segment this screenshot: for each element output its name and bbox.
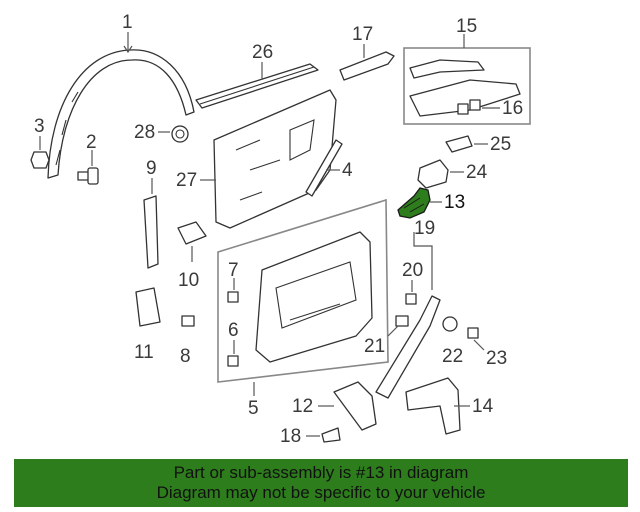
part-28-grommet: [158, 125, 189, 143]
label-8: 8: [180, 346, 191, 367]
part-4-channel: [305, 139, 343, 197]
part-20-clip: [405, 280, 417, 305]
callout-labels: 1 2 3 4 5 6 7 8 9 10 11 12 13 14 15 16 1…: [34, 12, 523, 447]
part-25-bracket: [445, 135, 488, 153]
part-13-highlighted-component: [397, 187, 442, 219]
label-10: 10: [178, 270, 199, 291]
part-21-screw: [387, 315, 409, 337]
label-26: 26: [252, 42, 273, 63]
part-6-clip: [227, 340, 239, 367]
part-27-inner-panel: [200, 89, 337, 229]
label-25: 25: [490, 134, 511, 155]
part-16-clips: [457, 99, 500, 115]
label-21: 21: [364, 336, 385, 357]
label-14: 14: [472, 396, 494, 417]
label-12: 12: [292, 396, 313, 417]
label-7: 7: [228, 260, 239, 281]
label-19: 19: [414, 218, 435, 239]
part-19-molding-group: [375, 232, 441, 399]
part-3-nut: [30, 136, 50, 169]
banner-line-2: Diagram may not be specific to your vehi…: [156, 483, 486, 502]
part-18-clip: [306, 427, 341, 443]
label-27: 27: [176, 170, 197, 191]
label-24: 24: [466, 162, 488, 183]
label-5: 5: [248, 398, 259, 419]
part-10-bracket: [177, 221, 207, 262]
label-16: 16: [502, 98, 523, 119]
part-9-trim: [143, 178, 159, 269]
exploded-parts-diagram: 1 2 3 4 5 6 7 8 9 10 11 12 13 14 15 16 1…: [30, 12, 531, 447]
part-11-corner-piece: [135, 287, 161, 327]
info-banner: Part or sub-assembly is #13 in diagram D…: [14, 459, 628, 507]
part-15-armrest-group: [403, 34, 531, 125]
part-24-lock-actuator: [417, 159, 464, 189]
part-17-handle-cover: [339, 44, 395, 81]
label-6: 6: [228, 320, 239, 341]
banner-line-1: Part or sub-assembly is #13 in diagram: [173, 463, 469, 482]
label-1: 1: [122, 12, 133, 33]
label-13: 13: [444, 192, 465, 213]
label-20: 20: [402, 260, 423, 281]
label-28: 28: [134, 122, 155, 143]
label-9: 9: [146, 158, 157, 179]
part-7-clip: [227, 278, 239, 303]
part-14-trim: [405, 377, 470, 435]
part-2-bolt: [77, 150, 99, 185]
part-26-sash-strip: [195, 62, 319, 109]
label-2: 2: [86, 132, 97, 153]
part-12-bracket: [318, 381, 377, 431]
label-18: 18: [280, 426, 301, 447]
part-5-door-trim-panel: [217, 198, 389, 396]
label-3: 3: [34, 116, 45, 137]
part-22-cap: [442, 316, 458, 332]
label-17: 17: [352, 24, 373, 45]
part-1-frame-molding: [47, 32, 195, 179]
part-23-screw: [467, 327, 485, 351]
label-22: 22: [442, 346, 463, 367]
label-15: 15: [456, 16, 477, 37]
label-11: 11: [134, 342, 154, 363]
label-23: 23: [486, 348, 507, 369]
label-4: 4: [342, 160, 353, 181]
part-8-clip: [181, 315, 195, 327]
